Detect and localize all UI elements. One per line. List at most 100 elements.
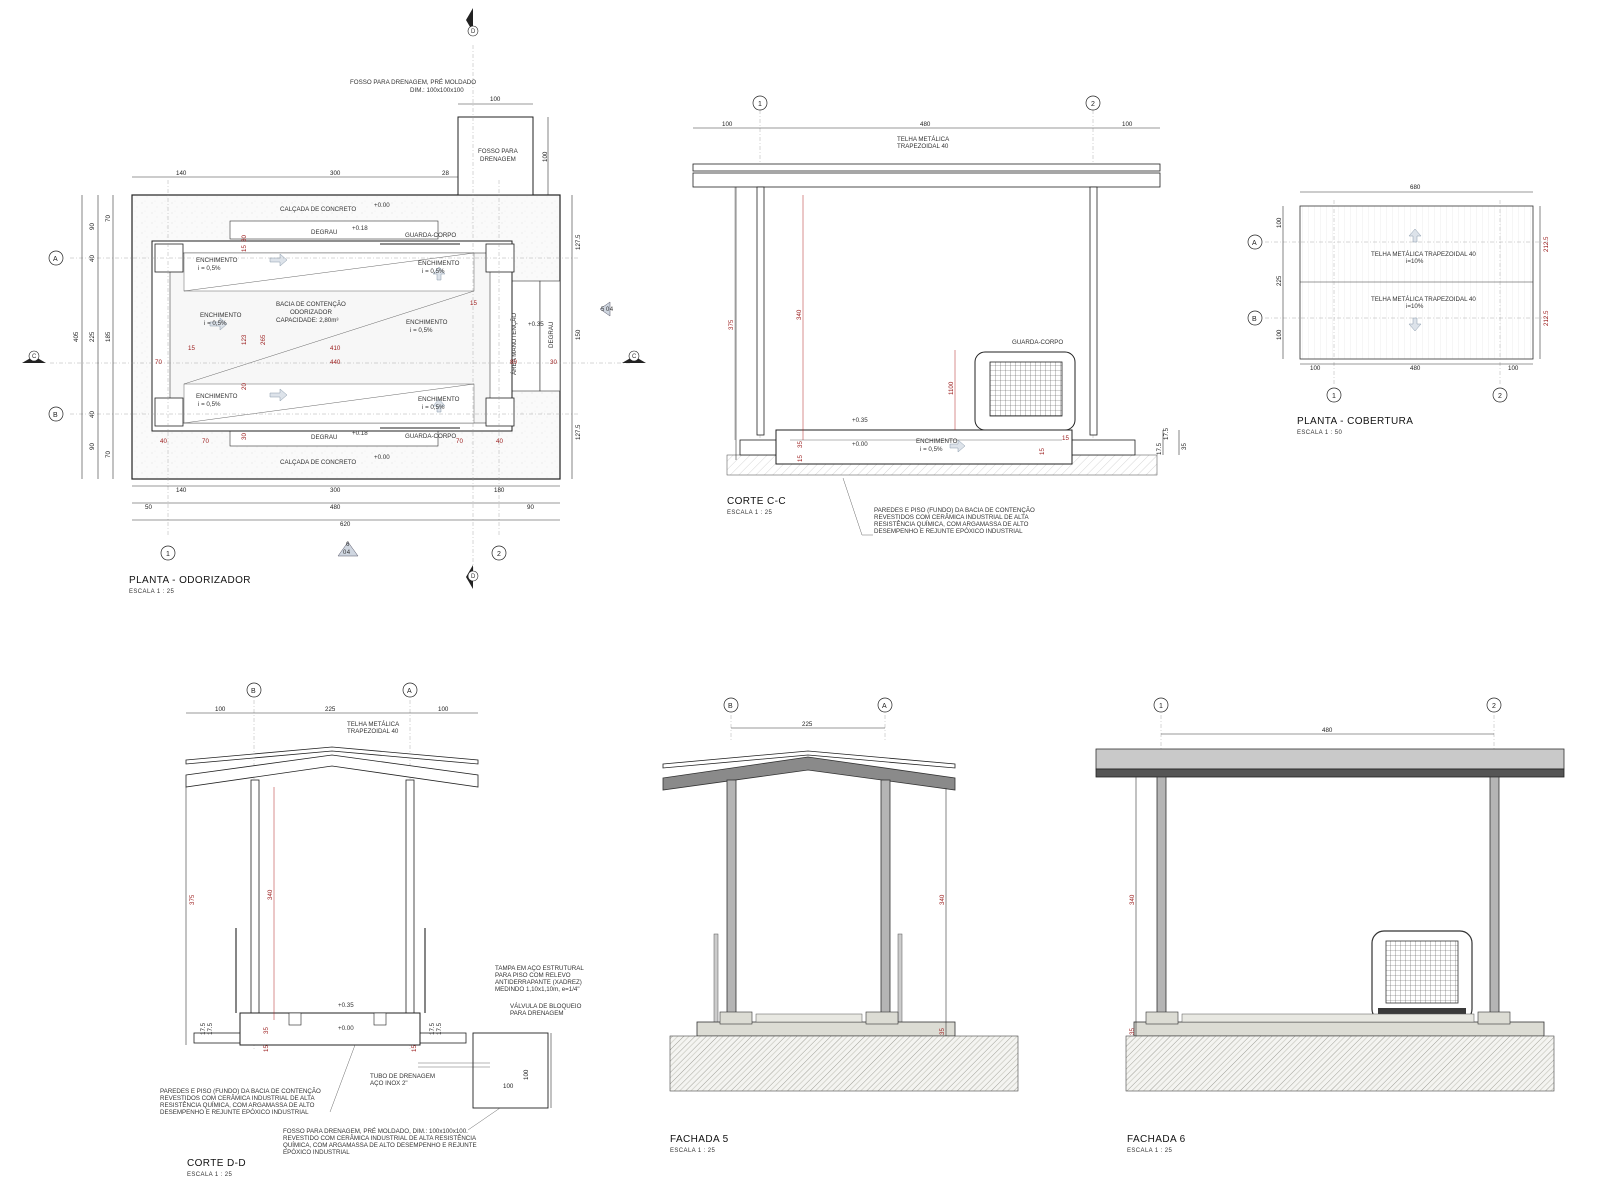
dim: 480 [1410,365,1421,372]
basin-note: DESEMPENHO E REJUNTE EPÓXICO INDUSTRIAL [160,1109,309,1116]
elevation-tag-number: 6 [346,542,350,548]
fachada-5: B A 225 340 35 FACHADA 5 ESCALA 1 : 25 [662,697,1019,1154]
tampa-note: MEDINDO 1,10x1,10m, e=1/4" [495,986,580,993]
dim: 405 [73,331,80,342]
dim: 20 [241,383,248,390]
drawing-title: CORTE C-C [727,496,786,507]
filling-label: ENCHIMENTO [196,257,238,264]
column [726,779,737,1018]
dim: 100 [438,706,449,713]
section-letter: C [32,354,37,360]
dim: 17.5 [436,1022,443,1035]
drawing-scale: ESCALA 1 : 25 [129,589,174,595]
dim: 340 [796,309,803,320]
step-label: DEGRAU [311,434,337,441]
arrow-up-icon [432,266,446,281]
dim: 30 [241,433,248,440]
dim: 100 [542,151,549,162]
dim: 340 [939,894,946,905]
dim: 100 [1276,217,1283,228]
axis-label: A [53,256,58,263]
dim: 440 [330,359,341,366]
dim: 375 [189,894,196,905]
slope-label: i = 0,5% [198,401,221,408]
guard-rail [1371,930,1473,1022]
step-top [229,220,439,240]
dim: 35 [263,1027,270,1034]
column [250,779,260,1016]
axis-label: B [53,412,58,419]
dim: 140 [176,170,187,177]
section-letter: D [471,29,476,35]
axis-label: 1 [166,551,170,558]
dim: 35 [1181,443,1188,450]
dim: 225 [89,331,96,342]
dim: 180 [494,487,505,494]
column [1156,776,1167,1018]
section-letter: C [632,354,637,360]
dim: 225 [1276,275,1283,286]
dim: 15 [411,1045,418,1052]
basin-note: REVESTIDOS COM CERÂMICA INDUSTRIAL DE AL… [874,514,1029,521]
tampa-note: PARA PISO COM RELEVO [495,972,571,979]
drawing-scale: ESCALA 1 : 50 [1297,430,1342,436]
dim: 100 [722,121,733,128]
filling-label: ENCHIMENTO [196,393,238,400]
dim: 70 [155,359,162,366]
elevation-tag-sheet: 04 [606,307,614,313]
column [405,779,415,1016]
basin-note: PAREDES E PISO (FUNDO) DA BACIA DE CONTE… [874,507,1035,514]
arrow-down-icon [1408,317,1422,332]
axis-label: 2 [497,551,501,558]
level-mark: +0.00 [374,202,390,209]
axis-label: B [728,703,733,710]
dim: 15 [797,455,804,462]
axis-label: 1 [758,101,762,108]
dim: 15 [241,245,248,252]
guard-rail-label: GUARDA-CORPO [1012,339,1063,346]
basin-note: DESEMPENHO E REJUNTE EPÓXICO INDUSTRIAL [874,528,1023,535]
dim: 28 [442,170,449,177]
dim: 100 [523,1069,530,1080]
dim: 90 [89,223,96,230]
drawing-scale: ESCALA 1 : 25 [1127,1148,1172,1154]
dim: 150 [575,329,582,340]
drainage-note: FOSSO PARA DRENAGEM, PRÉ MOLDADO [350,79,476,86]
pit-note: EPÓXICO INDUSTRIAL [283,1149,350,1156]
dim: 17.5 [207,1022,214,1035]
dim: 1100 [948,381,955,395]
dim: 15 [1062,435,1069,442]
planta-cobertura: A B 1 2 TELHA METÁLICA TRAPEZOIDAL 40 i=… [1247,184,1550,436]
roof-sheet [1095,748,1565,770]
axis-label: A [1252,240,1257,247]
roof-label: TRAPEZOIDAL 40 [897,143,949,150]
drawing-scale: ESCALA 1 : 25 [187,1172,232,1178]
dim: 40 [496,438,503,445]
drainage-pit [472,1032,549,1109]
maintenance-label: ÁREA MANUTENÇÃO [511,313,518,375]
filling-label: ENCHIMENTO [916,438,958,445]
dim: 80 [510,359,517,366]
dim: 70 [456,438,463,445]
pit-note: QUÍMICA, COM ARGAMASSA DE ALTO DESEMPENH… [283,1142,477,1149]
slope-label: i=10% [1406,258,1424,265]
dim: 30 [550,359,557,366]
dim: 15 [188,345,195,352]
dim: 480 [1322,727,1333,734]
dim: 30 [241,235,248,242]
elevation-tag-number: 5 [601,307,605,313]
drawing-scale: ESCALA 1 : 25 [670,1148,715,1154]
filling-label: ENCHIMENTO [200,312,242,319]
dim: 480 [920,121,931,128]
dim: 480 [330,504,341,511]
dim: 70 [105,451,112,458]
axis-label: A [882,703,887,710]
dim: 340 [267,889,274,900]
valve-note: VÁLVULA DE BLOQUEIO [510,1003,582,1010]
drawing-title: PLANTA - ODORIZADOR [129,575,251,586]
dim: 15 [263,1045,270,1052]
level-mark: +0.00 [338,1025,354,1032]
level-mark: +0.35 [338,1002,354,1009]
containment-basin [239,1012,421,1046]
